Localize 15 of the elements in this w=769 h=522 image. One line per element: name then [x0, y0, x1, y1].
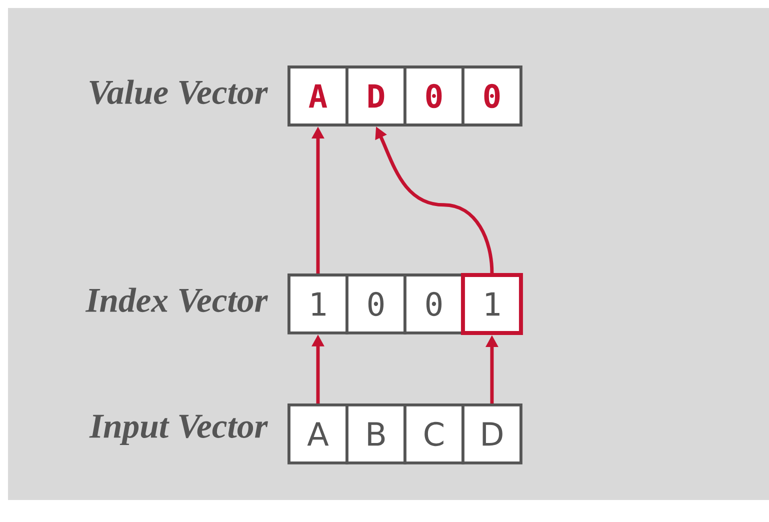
row-label: Input Vector — [89, 414, 268, 446]
row-label: Index Vector — [85, 288, 268, 312]
vector-cell: A — [288, 66, 348, 126]
vector-cell: 1 — [288, 274, 348, 334]
vector-cell: 0 — [404, 274, 464, 334]
vector-cell: 0 — [346, 274, 406, 334]
vector-cell: D — [462, 404, 522, 464]
vector-cell: B — [346, 404, 406, 464]
vector-cell: 0 — [404, 66, 464, 126]
vector-cell: 0 — [462, 66, 522, 126]
highlighted-cell: 1 — [460, 273, 523, 335]
vector-cell: C — [404, 404, 464, 464]
vector-cell: D — [346, 66, 406, 126]
row-label: Value Vector — [90, 80, 268, 104]
vector-cell: A — [288, 404, 348, 464]
